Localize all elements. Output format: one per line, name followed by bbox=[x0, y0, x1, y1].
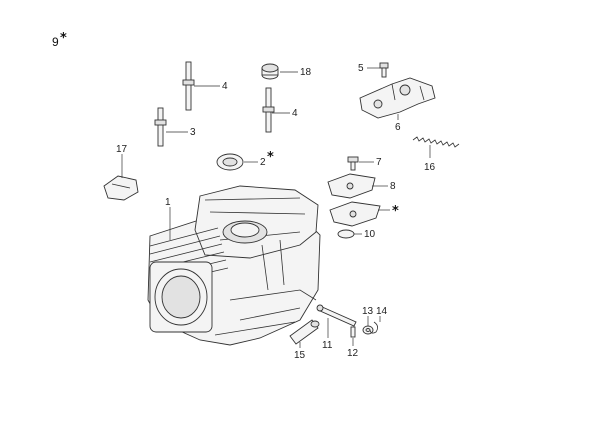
callout-9-star: * bbox=[392, 204, 399, 219]
part-gasket bbox=[329, 201, 381, 227]
callout-6: 6 bbox=[395, 122, 401, 133]
part-stud-bolt-4a bbox=[182, 61, 195, 111]
diagram-header-star: * bbox=[60, 31, 67, 46]
callout-18: 18 bbox=[300, 67, 312, 78]
callout-11: 11 bbox=[322, 340, 333, 351]
callout-13: 13 bbox=[362, 306, 374, 317]
part-stud-bolt-4b bbox=[262, 87, 275, 133]
part-breather-cover bbox=[103, 175, 139, 201]
callout-14: 14 bbox=[376, 306, 388, 317]
part-crankcase bbox=[147, 185, 321, 346]
callout-17: 17 bbox=[116, 144, 128, 155]
callout-labels: 1 2 * 3 4 4 5 6 7 8 * 10 11 12 13 14 15 … bbox=[116, 63, 436, 361]
part-bolt-7 bbox=[347, 156, 359, 171]
part-oil-seal bbox=[216, 153, 244, 171]
callout-3: 3 bbox=[190, 127, 196, 138]
part-cover-plate bbox=[327, 173, 376, 199]
callout-5: 5 bbox=[358, 63, 364, 74]
callout-16: 16 bbox=[424, 162, 436, 173]
callout-2-star: * bbox=[267, 150, 274, 165]
callout-12: 12 bbox=[347, 348, 359, 359]
callout-4b: 4 bbox=[292, 108, 298, 119]
callout-7: 7 bbox=[376, 157, 382, 168]
part-governor-bracket bbox=[359, 77, 436, 119]
part-nut-18 bbox=[261, 63, 279, 80]
callout-2: 2 bbox=[260, 157, 266, 168]
leader-lines bbox=[121, 67, 431, 348]
callout-10: 10 bbox=[364, 229, 376, 240]
callout-8: 8 bbox=[390, 181, 396, 192]
part-spring bbox=[412, 136, 460, 148]
callout-4a: 4 bbox=[222, 81, 228, 92]
part-stud-bolt-3 bbox=[154, 107, 167, 147]
diagram-header-number: 9 bbox=[52, 35, 59, 49]
callout-1: 1 bbox=[165, 197, 171, 208]
part-clip bbox=[369, 321, 378, 334]
callout-15: 15 bbox=[294, 350, 306, 361]
part-bolt-5 bbox=[379, 62, 389, 78]
part-shaft bbox=[316, 304, 357, 327]
part-o-ring bbox=[337, 229, 355, 239]
part-sleeve bbox=[289, 319, 320, 345]
part-pin bbox=[350, 326, 356, 338]
